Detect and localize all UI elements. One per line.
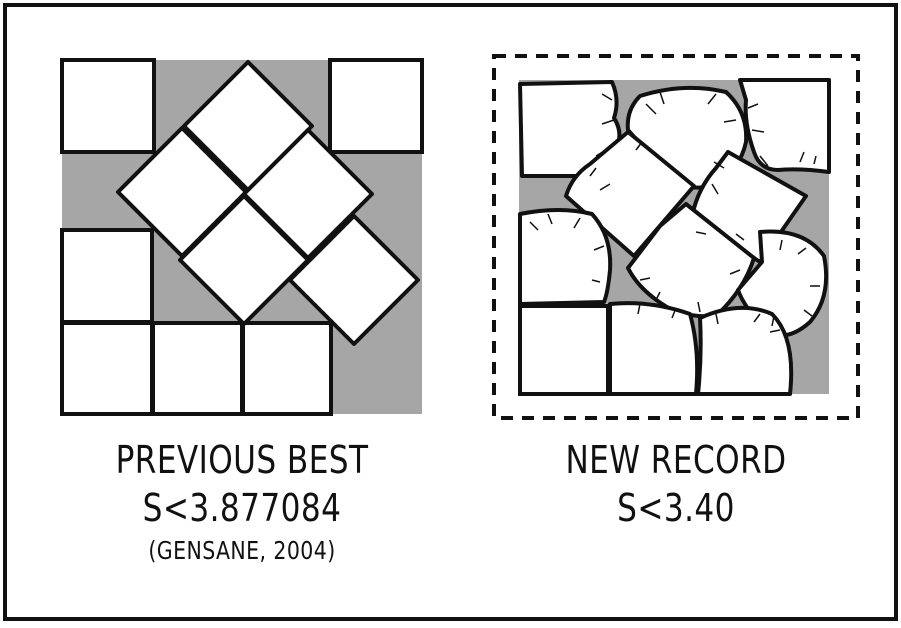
new-record-packing bbox=[494, 56, 858, 418]
unit-square bbox=[330, 60, 422, 152]
unit-square bbox=[62, 230, 152, 322]
previous-best-title: PREVIOUS BEST bbox=[94, 438, 389, 482]
unit-square bbox=[62, 60, 154, 152]
previous-best-value: S<3.877084 bbox=[94, 486, 389, 530]
squished-square bbox=[520, 210, 610, 304]
squished-square bbox=[698, 308, 791, 394]
new-record-value: S<3.40 bbox=[527, 486, 825, 530]
squished-square bbox=[520, 306, 608, 394]
new-record-title: NEW RECORD bbox=[527, 438, 825, 482]
unit-square bbox=[62, 323, 152, 414]
previous-best-packing bbox=[62, 60, 422, 414]
unit-square bbox=[243, 323, 331, 414]
unit-square bbox=[153, 323, 242, 414]
squished-square bbox=[610, 303, 697, 394]
previous-best-citation: (GENSANE, 2004) bbox=[94, 536, 389, 566]
